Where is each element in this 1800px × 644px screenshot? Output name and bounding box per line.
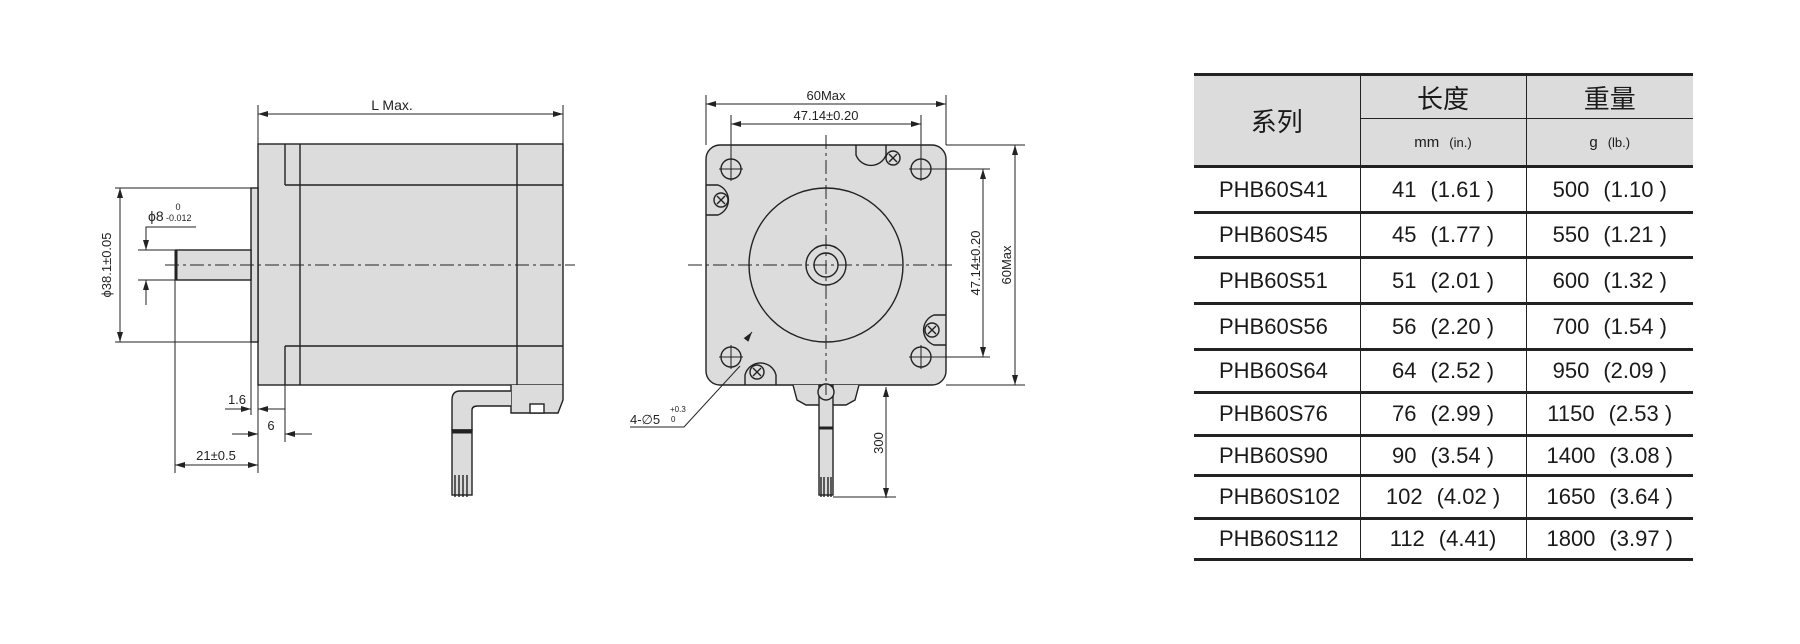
hole-pitch-v-label: 47.14±0.20 (968, 231, 983, 296)
model-cell: PHB60S112 (1194, 518, 1360, 561)
model-cell: PHB60S45 (1194, 212, 1360, 259)
screws (706, 145, 946, 385)
pilot-depth-label: 6 (267, 418, 274, 433)
shaft (175, 249, 252, 281)
weight-cell: 1150(2.53 ) (1525, 392, 1693, 437)
length-cell: 90(3.54 ) (1359, 435, 1526, 477)
side-view (115, 105, 575, 497)
length-cell: 76(2.99 ) (1359, 392, 1526, 437)
width-max-label: 60Max (806, 88, 846, 103)
length-cell: 41(1.61 ) (1359, 166, 1526, 214)
model-cell: PHB60S90 (1194, 435, 1360, 477)
weight-cell: 550(1.21 ) (1525, 212, 1693, 259)
header-weight-unit: g(lb.) (1525, 118, 1693, 168)
hole-spec-label: 4-∅5 (630, 412, 660, 427)
model-cell: PHB60S41 (1194, 166, 1360, 214)
flange-thickness-label: 1.6 (228, 392, 246, 407)
weight-cell: 1650(3.64 ) (1525, 475, 1693, 520)
header-weight: 重量 (1525, 73, 1693, 119)
hole-pitch-h-label: 47.14±0.20 (794, 108, 859, 123)
shaft-length-label: 21±0.5 (196, 448, 236, 463)
height-max-label: 60Max (999, 245, 1014, 285)
weight-cell: 500(1.10 ) (1525, 166, 1693, 214)
length-cell: 64(2.52 ) (1359, 349, 1526, 394)
weight-cell: 600(1.32 ) (1525, 257, 1693, 305)
length-label: L Max. (371, 97, 413, 113)
lead-length-label: 300 (871, 432, 886, 454)
shaft-diameter-label: ϕ8 (148, 208, 164, 224)
length-cell: 51(2.01 ) (1359, 257, 1526, 305)
header-length: 长度 (1359, 73, 1526, 119)
weight-cell: 700(1.54 ) (1525, 303, 1693, 351)
hole-tol-upper: +0.3 (670, 405, 686, 414)
shaft-tol-upper: 0 (175, 202, 180, 212)
header-series: 系列 (1194, 73, 1360, 168)
header-length-unit: mm(in.) (1359, 118, 1526, 168)
weight-cell: 1400(3.08 ) (1525, 435, 1693, 477)
model-cell: PHB60S102 (1194, 475, 1360, 520)
pilot-diameter-label: ϕ38.1±0.05 (99, 232, 114, 297)
weight-cell: 1800(3.97 ) (1525, 518, 1693, 561)
front-view (630, 95, 1025, 498)
length-cell: 45(1.77 ) (1359, 212, 1526, 259)
shaft-tol-lower: -0.012 (166, 213, 192, 223)
hole-tol-lower: 0 (671, 415, 676, 424)
model-cell: PHB60S51 (1194, 257, 1360, 305)
length-cell: 112(4.41) (1359, 518, 1526, 561)
weight-cell: 950(2.09 ) (1525, 349, 1693, 394)
length-cell: 102(4.02 ) (1359, 475, 1526, 520)
model-cell: PHB60S76 (1194, 392, 1360, 437)
model-cell: PHB60S56 (1194, 303, 1360, 351)
model-cell: PHB60S64 (1194, 349, 1360, 394)
length-cell: 56(2.20 ) (1359, 303, 1526, 351)
